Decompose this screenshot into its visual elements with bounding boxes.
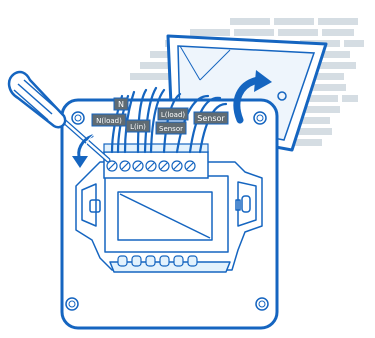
svg-text:L(load): L(load) xyxy=(161,111,186,119)
svg-text:N(load): N(load) xyxy=(96,117,122,125)
svg-text:Sensor: Sensor xyxy=(197,114,225,123)
tag-l-load: L(load) xyxy=(158,108,188,120)
tag-n-load: N(load) xyxy=(92,114,126,126)
terminal-block xyxy=(104,144,208,178)
tag-sensor-2: Sensor xyxy=(194,112,228,124)
svg-text:N: N xyxy=(118,100,124,109)
tag-n: N xyxy=(114,98,128,110)
tag-l-in: L(in) xyxy=(126,120,150,132)
tag-sensor-1: Sensor xyxy=(156,122,186,134)
svg-text:L(in): L(in) xyxy=(130,123,146,131)
svg-text:Sensor: Sensor xyxy=(159,125,183,133)
